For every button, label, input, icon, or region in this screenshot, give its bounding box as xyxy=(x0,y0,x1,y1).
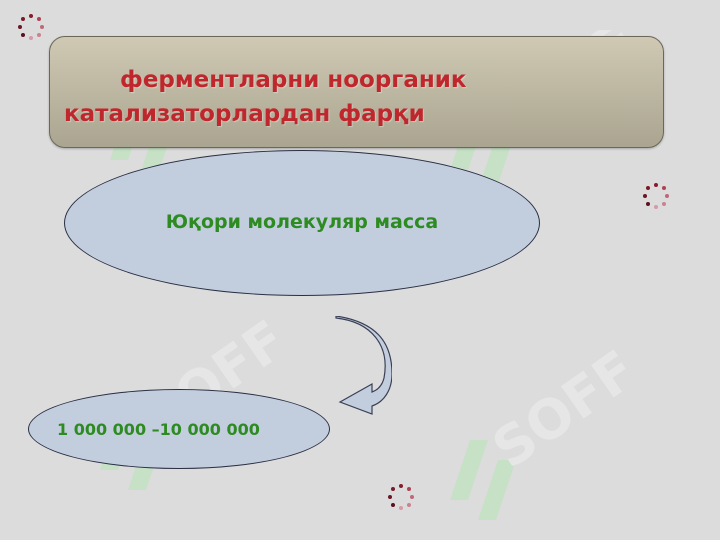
property-ellipse: Юқори молекуляр масса xyxy=(64,150,540,296)
title-box: ферментларни ноорганик катализаторлардан… xyxy=(49,36,664,148)
range-value: 1 000 000 –10 000 000 xyxy=(57,420,260,439)
loading-dots-icon xyxy=(643,183,669,209)
curved-arrow-down-left-icon xyxy=(332,315,393,420)
watermark: SOFF xyxy=(440,320,660,530)
property-label: Юқори молекуляр масса xyxy=(165,211,439,233)
loading-dots-icon xyxy=(388,484,414,510)
svg-text:SOFF: SOFF xyxy=(481,338,647,481)
slide-title: ферментларни ноорганик катализаторлардан… xyxy=(64,67,467,127)
loading-dots-icon xyxy=(18,14,44,40)
range-ellipse: 1 000 000 –10 000 000 xyxy=(28,389,330,469)
